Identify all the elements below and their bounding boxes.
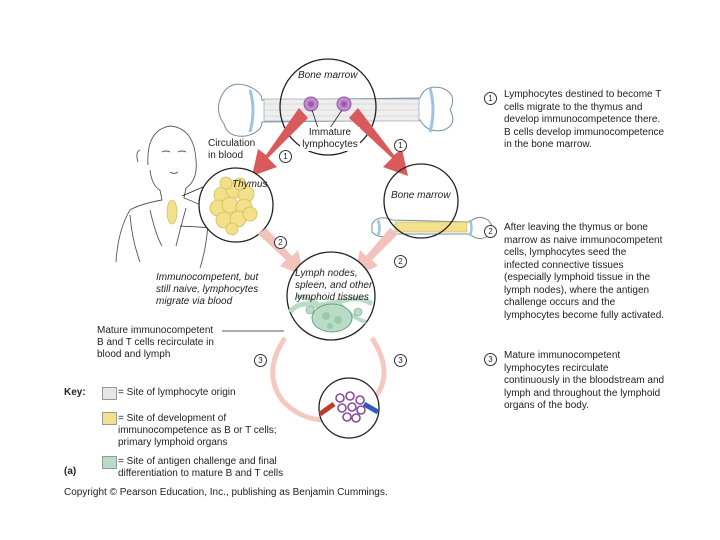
key-item-origin: = Site of lymphocyte origin — [118, 387, 236, 398]
arrow-thymus-to-lymph — [258, 228, 304, 276]
bone-marrow-magnifier — [279, 58, 377, 156]
step-2-text: After leaving the thymus or bone marrow … — [504, 222, 665, 321]
arrow-to-thymus — [252, 108, 308, 176]
recirculation-ring-left — [270, 336, 327, 423]
marker-2-right: 2 — [394, 255, 407, 268]
thymus-label: Thymus — [232, 179, 268, 190]
recirculation-ring-right — [369, 336, 387, 398]
step-3-marker: 3 — [484, 353, 497, 366]
step-2-marker: 2 — [484, 225, 497, 238]
bone-marrow-right-label: Bone marrow — [391, 190, 451, 201]
copyright: Copyright © Pearson Education, Inc., pub… — [64, 487, 388, 498]
human-figure — [115, 125, 211, 269]
mature-cells-label: Mature immunocompetent B and T cells rec… — [97, 325, 214, 360]
panel-label: (a) — [64, 466, 77, 477]
marker-3-left: 3 — [254, 354, 267, 367]
key-swatch-origin — [102, 387, 117, 400]
step-3-text: Mature immunocompetent lymphocytes recir… — [504, 350, 665, 411]
marker-1-left: 1 — [279, 150, 292, 163]
key-swatch-development — [102, 412, 117, 425]
lymph-nodes-label: Lymph nodes, spleen, and other lymphoid … — [295, 268, 373, 303]
arrow-marrow-to-lymph — [354, 228, 398, 276]
small-thymus — [166, 199, 178, 225]
key-item-development: = Site of development of immunocompetenc… — [118, 413, 277, 448]
step-1-marker: 1 — [484, 92, 497, 105]
arrow-to-bone-marrow — [349, 108, 408, 176]
marker-3-right: 3 — [394, 354, 407, 367]
bone-marrow-label: Bone marrow — [298, 70, 358, 81]
bone-marrow-magnifier-right — [383, 163, 459, 239]
circulation-label: Circulation in blood — [208, 138, 256, 161]
capillary-bed — [318, 391, 380, 423]
step-1-text: Lymphocytes destined to become T cells m… — [504, 89, 665, 150]
immature-lymphocytes-label: Immature lymphocytes — [300, 127, 360, 151]
marker-2-left: 2 — [274, 236, 287, 249]
key-item-antigen: = Site of antigen challenge and final di… — [118, 456, 284, 479]
lymph-node — [288, 294, 374, 333]
immunocompetent-label: Immunocompetent, but still naive, lympho… — [156, 272, 259, 307]
thymus-lobes — [209, 176, 258, 236]
capillary-magnifier — [318, 377, 380, 439]
marker-1-right: 1 — [394, 139, 407, 152]
key-title: Key: — [64, 387, 86, 398]
key-swatch-antigen — [102, 456, 117, 469]
